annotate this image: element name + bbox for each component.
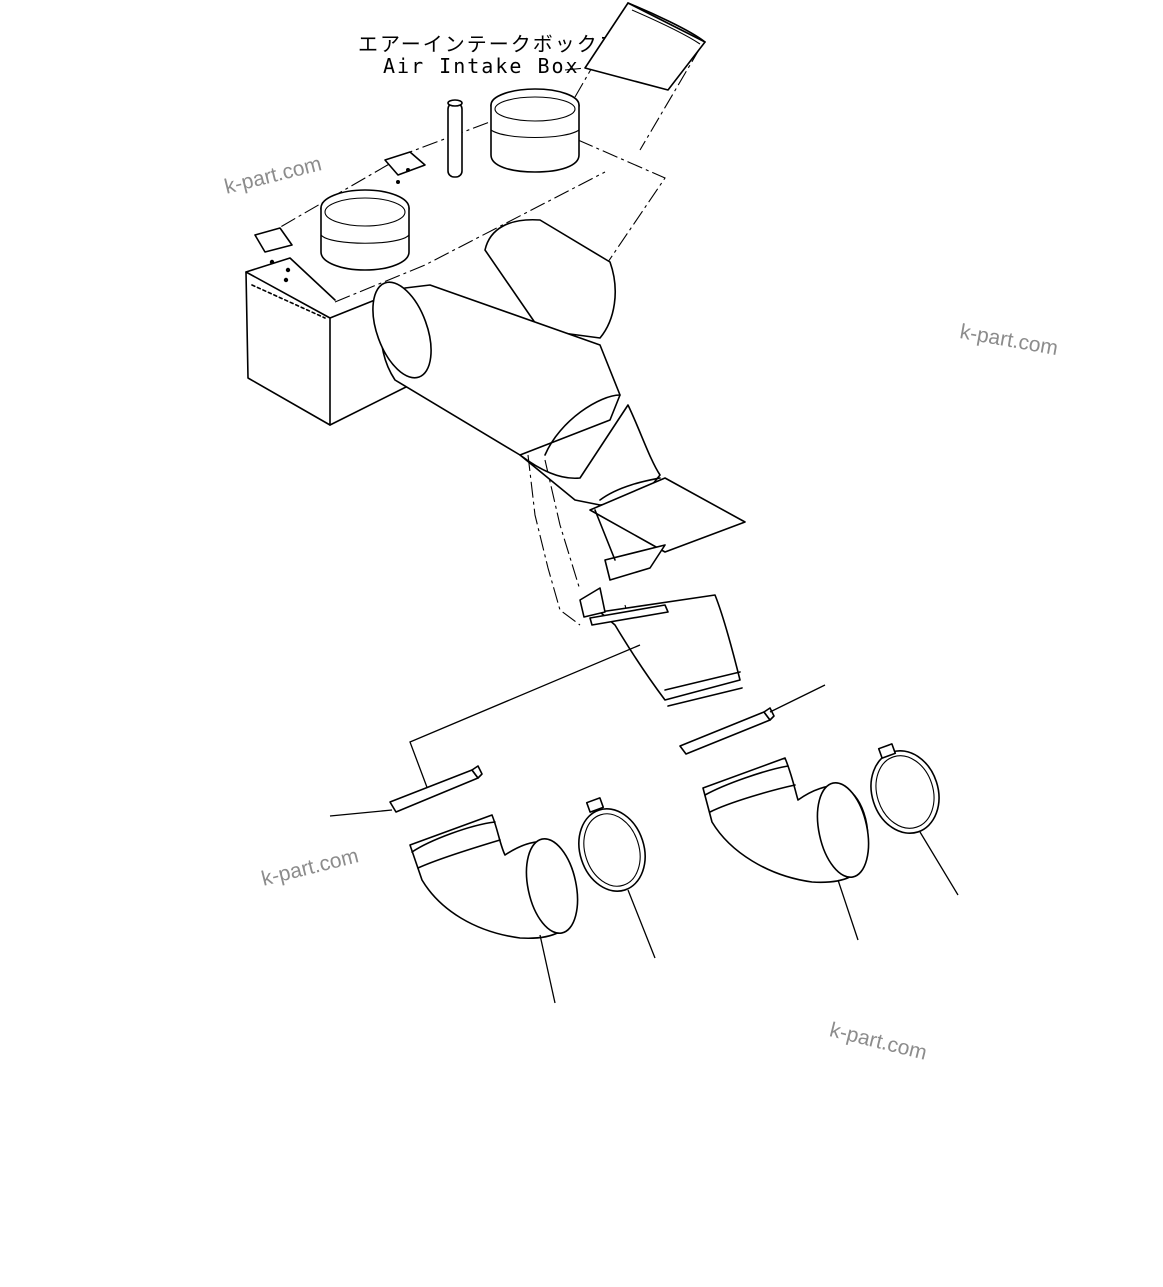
- gasket-strip-left: [329, 765, 483, 817]
- elbow-left: [409, 814, 579, 1004]
- label-japanese: エアーインテークボックス: [358, 32, 621, 56]
- mounting-brackets: [254, 151, 426, 253]
- hose-clamp-right: [870, 743, 959, 896]
- main-y-pipe: [372, 218, 746, 707]
- leader-bracket: [409, 644, 641, 791]
- inlet-ring-left: [320, 189, 410, 271]
- elbow-right: [702, 757, 870, 941]
- air-intake-box-body: [245, 257, 411, 426]
- label-leader: [564, 67, 586, 71]
- upper-inlet-duct: [584, 2, 706, 91]
- label-english: Air Intake Box: [383, 54, 580, 78]
- inlet-ring-right: [490, 88, 580, 173]
- vertical-pipe-stub: [447, 99, 463, 178]
- gasket-strip-right: [679, 684, 826, 755]
- hose-clamp-left: [578, 797, 656, 959]
